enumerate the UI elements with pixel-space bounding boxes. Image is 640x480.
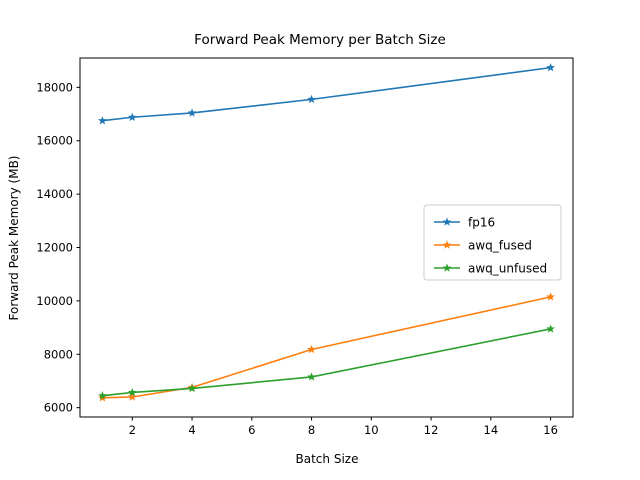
y-tick-label: 6000 [44, 401, 73, 415]
series-line [101, 296, 552, 399]
x-axis-ticks: 2 4 6 8 10 12 14 16 [129, 417, 558, 437]
data-point-marker [187, 108, 197, 117]
data-point-marker [98, 391, 107, 400]
y-tick-label: 12000 [36, 241, 73, 255]
y-axis-label: Forward Peak Memory (MB) [7, 156, 21, 321]
x-tick-label: 4 [188, 423, 195, 437]
data-point-marker [546, 292, 555, 301]
x-tick-label: 6 [248, 423, 255, 437]
x-tick-label: 10 [364, 423, 379, 437]
y-tick-label: 18000 [36, 80, 73, 94]
data-point-marker [546, 63, 555, 72]
data-point-marker [127, 392, 137, 401]
data-point-marker [307, 372, 316, 381]
legend-swatch-marker [442, 263, 452, 272]
x-axis-label: Batch Size [296, 452, 359, 466]
x-tick-label: 16 [543, 423, 558, 437]
legend-swatch-marker [442, 217, 452, 226]
series-line [101, 328, 552, 397]
plot-area-frame [79, 57, 574, 418]
data-point-marker [307, 344, 316, 354]
series-line [101, 66, 552, 122]
legend-entries: fp16 awq_fused awq_unfused [434, 216, 547, 276]
y-tick-label: 8000 [44, 347, 73, 361]
data-point-marker [187, 383, 197, 393]
x-tick-label: 8 [308, 423, 315, 437]
legend-swatch-marker [442, 240, 452, 249]
chart-legend[interactable]: fp16 awq_fused awq_unfused [423, 204, 562, 281]
series-awq_fused [98, 292, 555, 402]
legend-label: fp16 [468, 216, 495, 230]
y-tick-label: 16000 [36, 134, 73, 148]
legend-box [423, 204, 562, 281]
data-point-marker [546, 324, 555, 333]
x-tick-label: 2 [129, 423, 136, 437]
data-point-marker [98, 116, 107, 125]
y-axis-ticks: 6000 8000 10000 12000 14000 16000 18000 [36, 80, 80, 415]
y-tick-label: 10000 [36, 294, 73, 308]
series-fp16 [98, 63, 555, 125]
y-tick-label: 14000 [36, 187, 73, 201]
x-tick-label: 12 [424, 423, 439, 437]
data-point-marker [127, 387, 137, 397]
legend-label: awq_fused [468, 239, 532, 253]
data-point-marker [127, 112, 137, 121]
x-tick-label: 14 [484, 423, 499, 437]
series-awq_unfused [98, 324, 555, 400]
series-layer [98, 63, 555, 402]
legend-label: awq_unfused [468, 262, 547, 276]
data-point-marker [307, 94, 316, 104]
chart-title: Forward Peak Memory per Batch Size [194, 32, 446, 48]
